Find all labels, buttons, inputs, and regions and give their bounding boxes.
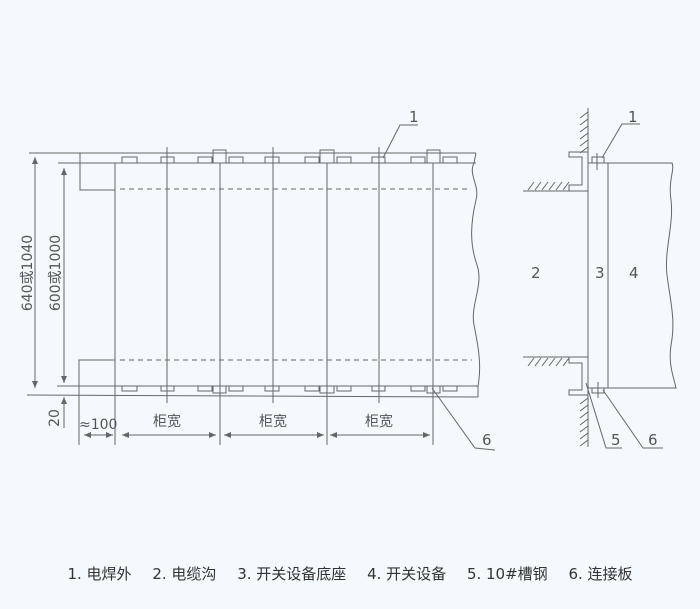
weld-plate: [264, 156, 280, 164]
cabinet-width-label: 柜宽: [365, 413, 393, 430]
channel-bottom: [568, 357, 588, 396]
weld-plate: [121, 385, 138, 392]
weld-plates-bottom: [121, 385, 458, 394]
callout-1: 1: [409, 108, 419, 126]
legend-item: 1. 电焊外: [67, 565, 132, 583]
wall-hatch: [579, 111, 589, 447]
weld-plate: [228, 156, 244, 164]
weld-plate: [426, 149, 441, 164]
ground-hatch: [527, 181, 570, 367]
weld-plate: [304, 156, 320, 164]
weld-plate: [319, 149, 335, 164]
weld-plate: [212, 149, 227, 164]
cabinet-width-label: 柜宽: [259, 413, 287, 430]
weld-plate: [121, 156, 138, 164]
callout-1: 1: [628, 108, 638, 126]
weld-plate: [160, 156, 175, 164]
weld-plate: [160, 385, 175, 392]
dim-edge-label: ≈100: [79, 417, 117, 433]
channel-rails: [166, 147, 380, 403]
dim-inner-label: 600或1000: [48, 235, 64, 311]
weld-plate: [212, 385, 227, 394]
break-line: [471, 152, 481, 387]
legend: 1. 电焊外 2. 电缆沟 3. 开关设备底座 4. 开关设备 5. 10#槽钢…: [0, 563, 700, 584]
callout-6: 6: [648, 431, 658, 449]
channel-top: [568, 151, 588, 191]
legend-item: 4. 开关设备: [367, 565, 447, 583]
plan-view: 640或1040 600或1000 20 ≈100 柜宽 柜宽 柜宽 1 6: [20, 108, 496, 451]
weld-plate: [264, 385, 280, 392]
callout-5: 5: [611, 431, 621, 449]
weld-plate: [319, 385, 335, 394]
label-cable-trench: 2: [531, 264, 541, 282]
weld-plate: [197, 156, 213, 164]
weld-plate: [304, 385, 320, 392]
weld-plate: [442, 156, 458, 164]
weld-plate: [371, 156, 386, 164]
cabinet-dividers: [114, 163, 434, 445]
legend-item: 3. 开关设备底座: [237, 565, 347, 583]
bolt-top: [591, 156, 605, 164]
weld-plate: [336, 156, 352, 164]
weld-plate: [426, 385, 441, 394]
legend-item: 2. 电缆沟: [152, 565, 217, 583]
switchgear: [608, 162, 677, 389]
weld-plate: [410, 156, 426, 164]
legend-item: 6. 连接板: [568, 565, 633, 583]
legend-item: 5. 10#槽钢: [466, 565, 548, 583]
label-switchgear: 4: [629, 264, 639, 282]
weld-plates-top: [121, 149, 458, 164]
label-base: 3: [595, 264, 605, 282]
dim-offset-label: 20: [47, 409, 63, 427]
weld-plate: [336, 385, 352, 392]
dim-outer-label: 640或1040: [20, 235, 36, 311]
weld-plate: [197, 385, 213, 392]
section-view: 2 3 4 1 5 6: [523, 108, 677, 449]
callout-6: 6: [482, 431, 492, 449]
weld-plate: [410, 385, 426, 392]
weld-plate: [371, 385, 386, 392]
cabinet-width-label: 柜宽: [153, 413, 181, 430]
weld-plate: [442, 385, 458, 392]
weld-plate: [228, 385, 244, 392]
